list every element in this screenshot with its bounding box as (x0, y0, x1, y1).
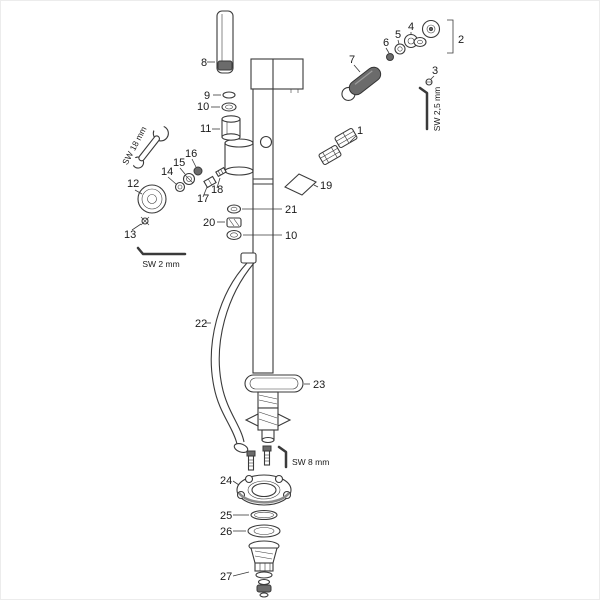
callout-19: 19 (320, 180, 332, 192)
part-12-knob: 12 (127, 178, 167, 214)
part-13-screw: 13 (124, 216, 150, 241)
callout-1: 1 (357, 125, 363, 137)
part-17-sleeve: 17 (197, 175, 217, 205)
callout-11: 11 (200, 123, 211, 135)
main-column (224, 58, 304, 374)
callout-12: 12 (127, 178, 139, 190)
part-11-check-valve: 11 (200, 115, 241, 141)
callout-15: 15 (173, 157, 185, 169)
part-3-grub-screw: 3 (425, 65, 438, 86)
part-20-nut: 20 (203, 217, 242, 229)
part-24-mounting-flange: 24 (220, 445, 292, 506)
part-7-handle-lever: 7 (341, 54, 382, 101)
allen-key-2-icon: SW 2 mm (136, 246, 187, 269)
sw-2-5-label: SW 2,5 mm (432, 87, 442, 131)
callout-17: 17 (197, 193, 209, 205)
part-10-seal-top: 10 (197, 101, 237, 113)
callout-3: 3 (432, 65, 438, 77)
callout-6: 6 (383, 37, 389, 49)
part-18-screw: 18 (211, 166, 227, 196)
callout-23: 23 (313, 379, 325, 391)
callout-25: 25 (220, 510, 232, 522)
callout-8: 8 (201, 57, 207, 69)
part-22-shower-hose: 22 (195, 252, 257, 454)
callout-21: 21 (285, 204, 297, 216)
part-10-seal-mid: 10 (226, 229, 297, 242)
part-9-washer: 9 (204, 90, 236, 102)
callout-5: 5 (395, 29, 401, 41)
part-15-ring: 15 (173, 157, 196, 186)
callout-2: 2 (458, 34, 464, 46)
callout-10-mid: 10 (285, 230, 297, 242)
callout-26: 26 (220, 526, 232, 538)
part-6-screw: 6 (383, 37, 394, 61)
part-19-template-plate: 19 (284, 173, 332, 196)
callout-9: 9 (204, 90, 210, 102)
part-25-o-ring: 25 (220, 509, 278, 522)
callout-4: 4 (408, 21, 414, 33)
callout-27: 27 (220, 571, 232, 583)
part-2-cartridge: 2 (413, 19, 464, 54)
callout-24: 24 (220, 475, 232, 487)
part-23-base-plate: 23 (244, 374, 325, 393)
part-5-ring: 5 (394, 29, 406, 55)
sw-2-label: SW 2 mm (142, 259, 179, 269)
callout-16: 16 (185, 148, 197, 160)
part-1-aerator: 1 (318, 125, 363, 166)
callout-22: 22 (195, 318, 207, 330)
part-26-seal-ring: 26 (220, 524, 281, 538)
callout-14: 14 (161, 166, 173, 178)
part-27-tailpiece: 27 (220, 540, 280, 598)
part-8-hand-shower: 8 (201, 10, 234, 74)
callout-10-top: 10 (197, 101, 209, 113)
floor-fixing-hardware (244, 391, 292, 444)
part-14-washer: 14 (161, 166, 186, 193)
callout-20: 20 (203, 217, 215, 229)
callout-13: 13 (124, 229, 136, 241)
callout-7: 7 (349, 54, 355, 66)
callout-18: 18 (211, 184, 223, 196)
sw-8-label: SW 8 mm (292, 457, 329, 467)
allen-key-8-icon: SW 8 mm (277, 445, 329, 469)
part-21-ring: 21 (226, 204, 297, 216)
allen-key-2-5-icon: SW 2,5 mm (418, 86, 442, 131)
part-16-disc: 16 (185, 148, 203, 176)
